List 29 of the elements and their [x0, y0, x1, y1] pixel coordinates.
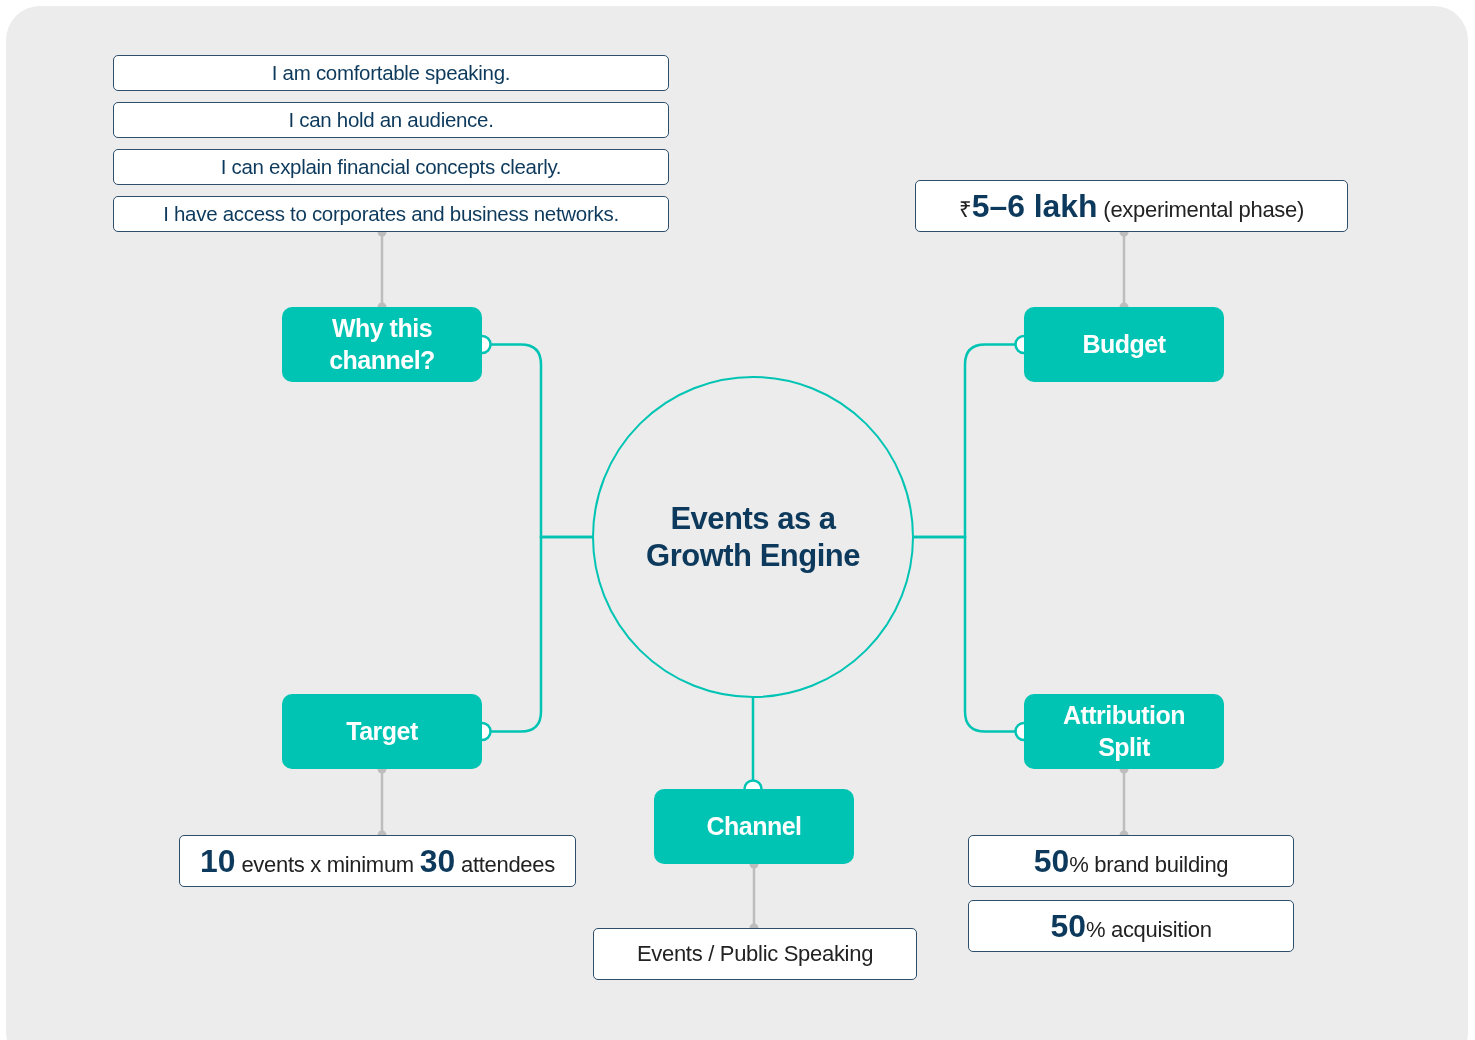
- category-box: [654, 789, 854, 864]
- category-box: [282, 694, 482, 769]
- node-text: I can hold an audience.: [288, 108, 494, 132]
- detail-box: [593, 928, 917, 980]
- category-box: [1024, 307, 1224, 382]
- node-text: I have access to corporates and business networks.: [163, 202, 619, 226]
- node-text: Events / Public Speaking: [636, 941, 874, 967]
- category-box: [282, 307, 482, 382]
- detail-box: [915, 180, 1348, 232]
- detail-box: [968, 900, 1294, 952]
- statement-box: [113, 149, 669, 185]
- node-text: 50% brand building: [1033, 842, 1229, 880]
- node-text: Channel: [706, 810, 802, 842]
- node-text: 50% acquisition: [1050, 907, 1212, 945]
- node-text: Why this channel?: [328, 313, 436, 376]
- node-text: Target: [346, 715, 418, 747]
- detail-box: [179, 835, 576, 887]
- category-box: [1024, 694, 1224, 769]
- detail-box: [968, 835, 1294, 887]
- statement-box: [113, 102, 669, 138]
- node-text: 10 events x minimum 30 attendees: [200, 842, 555, 880]
- node-text: Attribution Split: [1061, 700, 1187, 763]
- node-text: I am comfortable speaking.: [271, 61, 511, 85]
- node-text: Events as a Growth Engine: [645, 499, 861, 575]
- node-text: Budget: [1082, 328, 1166, 360]
- statement-box: [113, 55, 669, 91]
- node-text: ₹5–6 lakh (experimental phase): [958, 187, 1305, 225]
- node-text: I can explain financial concepts clearly.: [220, 155, 562, 179]
- statement-box: [113, 196, 669, 232]
